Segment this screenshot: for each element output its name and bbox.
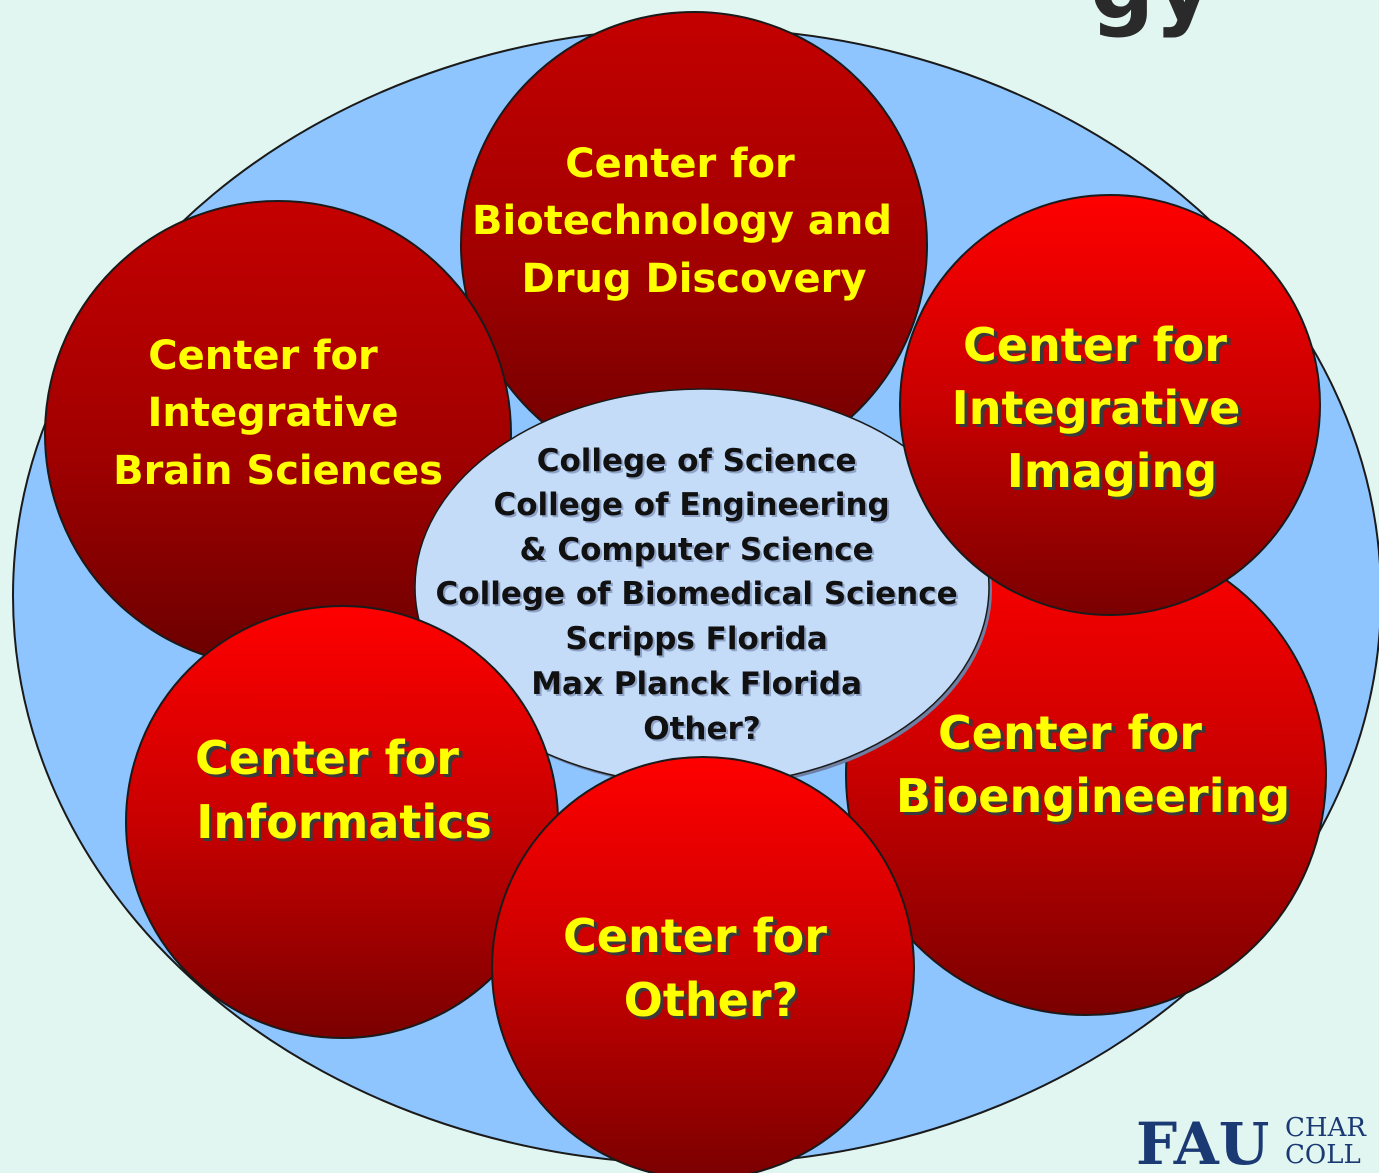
center-other-circle [491, 756, 915, 1173]
center-imaging-circle [899, 194, 1321, 616]
hub-line3-shadow: & Computer Science [522, 534, 876, 570]
hub-line7-shadow: Other? [645, 713, 763, 749]
hub-line2: College of Engineering [493, 487, 889, 523]
center-other-line2-shadow: Other? [627, 976, 801, 1030]
hub-line1: College of Science [537, 443, 857, 479]
hub: College of Science College of Engineerin… [414, 388, 992, 788]
svg-text:College of Science Colle: College of Science College of Engineerin… [436, 443, 969, 747]
center-informatics-line1-shadow: Center for [199, 734, 463, 788]
center-informatics-line2: Informatics [196, 795, 492, 849]
svg-text:Center for Bioengineerin: Center for Bioengineering [896, 706, 1290, 823]
hub-line2-shadow: College of Engineering [495, 489, 891, 525]
center-bioengineering-line2-shadow: Bioengineering [899, 772, 1293, 826]
center-bioengineering-line2: Bioengineering [896, 769, 1290, 823]
fau-logo-mark: FAU [1136, 1110, 1269, 1173]
fau-logo-line2: COLL [1285, 1140, 1361, 1170]
svg-text:Center for Biotechnology: Center for Biotechnology and Drug Discov… [472, 141, 906, 302]
center-informatics-line1: Center for [195, 731, 459, 785]
hub-line5-shadow: Scripps Florida [567, 623, 829, 659]
fau-logo-line1: CHAR [1285, 1113, 1367, 1143]
center-imaging-line2: Integrative [952, 381, 1241, 435]
hub-line7: Other? [643, 711, 761, 747]
center-biotechnology-line2: Biotechnology and [472, 198, 892, 244]
svg-text:Center for Bioengineerin: Center for Bioengineering [899, 709, 1293, 826]
center-imaging-line1: Center for [963, 318, 1227, 372]
hub-line4: College of Biomedical Science [436, 576, 958, 612]
center-biotechnology: Center for Biotechnology and Drug Discov… [460, 11, 928, 479]
center-informatics-line2-shadow: Informatics [199, 798, 495, 852]
hub-line5: Scripps Florida [565, 621, 827, 657]
svg-text:Center for Other?: Center for Other? [563, 909, 843, 1027]
center-imaging-line3: Imaging [1007, 444, 1217, 498]
svg-text:College of Science Colle: College of Science College of Engineerin… [438, 445, 971, 749]
svg-text:Center for Informatics: Center for Informatics [199, 734, 495, 852]
hub-line1-shadow: College of Science [539, 445, 859, 481]
center-biotechnology-line3: Drug Discovery [522, 256, 867, 302]
center-imaging-line2-shadow: Integrative [955, 384, 1244, 438]
svg-text:Center for Integrative: Center for Integrative Imaging [952, 318, 1257, 498]
svg-text:Center for Integrative: Center for Integrative Brain Sciences [113, 333, 443, 494]
center-bioengineering-line1-shadow: Center for [942, 709, 1206, 763]
center-imaging-line3-shadow: Imaging [1010, 447, 1220, 501]
center-other-line1-shadow: Center for [567, 912, 831, 966]
center-other-line1: Center for [563, 909, 827, 963]
center-brain-sciences-line3: Brain Sciences [113, 448, 443, 494]
center-brain-sciences-line1: Center for [148, 333, 378, 379]
center-brain-sciences: Center for Integrative Brain Sciences [44, 200, 512, 668]
center-informatics: Center for Informatics Center for Inform… [125, 605, 559, 1039]
svg-text:Center for Informatics: Center for Informatics [195, 731, 492, 849]
hub-line4-shadow: College of Biomedical Science [438, 578, 960, 614]
svg-text:Center for Integrative: Center for Integrative Imaging [955, 321, 1258, 501]
svg-text:Center for Other?: Center for Other? [567, 912, 846, 1030]
center-brain-sciences-line2: Integrative [148, 390, 399, 436]
center-bioengineering-line1: Center for [938, 706, 1202, 760]
center-other-line2: Other? [624, 973, 798, 1027]
center-imaging-line1-shadow: Center for [967, 321, 1231, 375]
fau-logo: FAU CHAR COLL [1136, 1110, 1367, 1173]
hub-line3: & Computer Science [520, 532, 874, 568]
center-biotechnology-line1: Center for [565, 141, 795, 187]
title-fragment: gy [1090, 0, 1213, 40]
center-other: Center for Other? Center for Other? [491, 756, 915, 1173]
hub-line6: Max Planck Florida [531, 666, 862, 702]
center-imaging: Center for Integrative Imaging Center fo… [899, 194, 1321, 616]
hub-line6-shadow: Max Planck Florida [533, 668, 864, 704]
